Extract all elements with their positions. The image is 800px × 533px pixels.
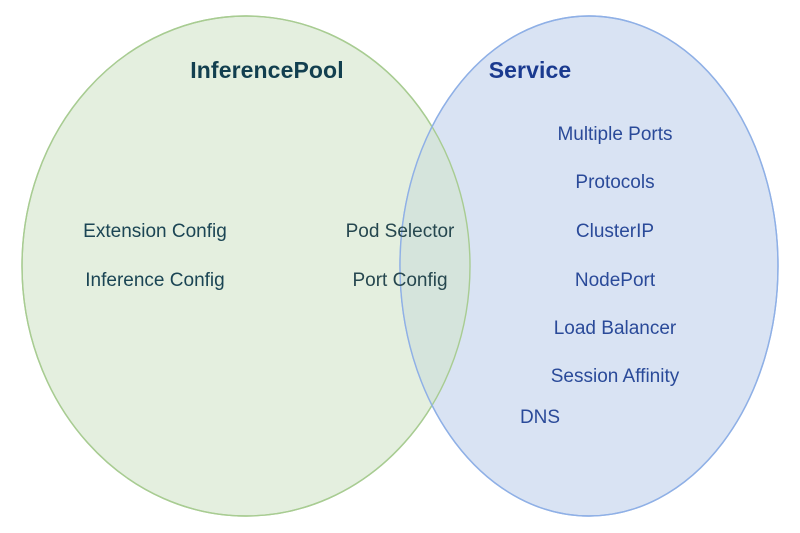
left-item-inference-config: Inference Config [85, 270, 225, 291]
right-item-dns: DNS [519, 407, 561, 428]
service-title: Service [488, 57, 572, 83]
right-item-session-affinity: Session Affinity [550, 366, 680, 387]
right-item-load-balancer: Load Balancer [553, 318, 677, 339]
right-item-clusterip: ClusterIP [575, 221, 655, 242]
service-circle-outline [399, 15, 779, 517]
overlap-item-port-config: Port Config [352, 270, 448, 291]
inferencepool-circle-outline [21, 15, 471, 517]
right-item-multiple-ports: Multiple Ports [557, 124, 673, 145]
right-item-protocols: Protocols [575, 172, 655, 193]
right-item-nodeport: NodePort [574, 270, 656, 291]
overlap-item-pod-selector: Pod Selector [345, 221, 455, 242]
left-item-extension-config: Extension Config [83, 221, 227, 242]
inferencepool-title: InferencePool [190, 57, 344, 83]
